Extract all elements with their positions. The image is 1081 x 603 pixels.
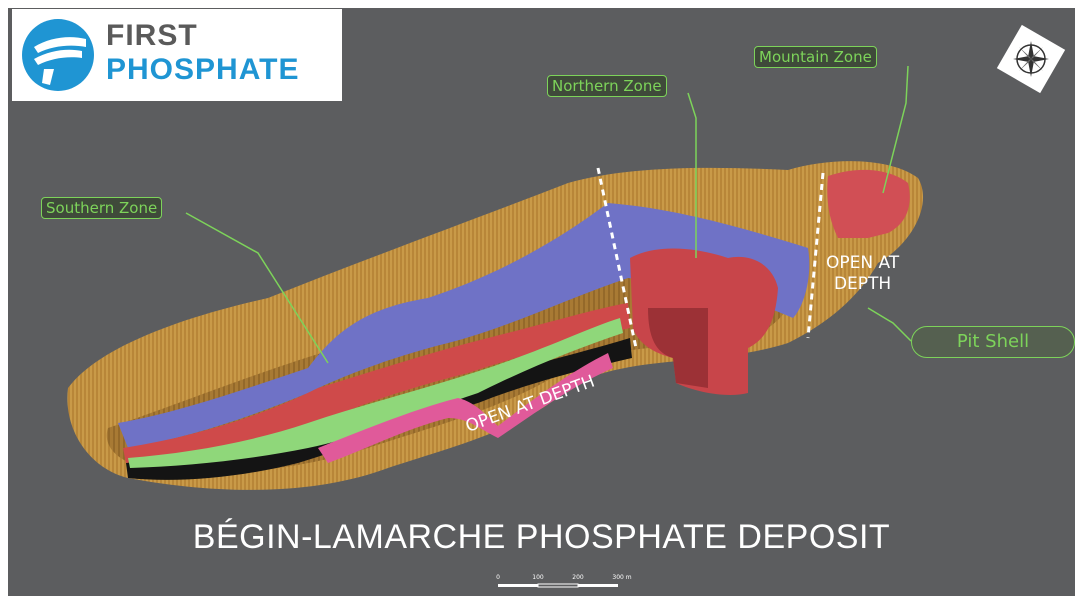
scale-bar: 0 100 200 300 m <box>494 574 644 596</box>
logo-word-first: FIRST <box>106 19 198 52</box>
logo-mark-icon <box>22 19 94 91</box>
northern-zone-leader <box>687 92 697 258</box>
deposit-3d-model <box>67 65 924 490</box>
southern-zone-label: Southern Zone <box>41 197 163 219</box>
pit-shell-label: Pit Shell <box>911 326 1075 358</box>
mountain-zone-leader <box>882 65 909 194</box>
logo-word-phosphate: PHOSPHATE <box>106 53 300 86</box>
first-phosphate-logo: FIRST PHOSPHATE <box>12 9 342 101</box>
open-at-depth-right-line2: DEPTH <box>833 274 892 294</box>
scale-tick-0: 0 <box>496 574 500 581</box>
northern-zone-label: Northern Zone <box>547 75 667 97</box>
open-at-depth-right-line1: OPEN AT <box>826 253 900 273</box>
open-at-depth-right: OPEN AT DEPTH <box>826 253 899 295</box>
mountain-zone-label: Mountain Zone <box>754 46 877 68</box>
northern-zone-shade <box>648 308 708 388</box>
scale-tick-300: 300 m <box>612 574 632 581</box>
mountain-zone-block <box>827 169 910 238</box>
deposit-figure: FIRST PHOSPHATE Southern Zone Northern Z… <box>8 8 1075 596</box>
pit-shell-leader <box>867 307 912 342</box>
southern-zone-leader <box>185 212 329 364</box>
zone-boundary-2 <box>806 172 825 339</box>
scale-bar-graphic <box>498 583 618 588</box>
green-ore-layer <box>128 318 623 468</box>
deposit-title: BÉGIN-LAMARCHE PHOSPHATE DEPOSIT <box>192 518 891 556</box>
pink-ore-layer <box>318 353 613 463</box>
compass-rose-icon <box>996 24 1066 94</box>
zone-boundary-1 <box>596 167 638 349</box>
scale-tick-200: 200 <box>572 574 584 581</box>
red-ore-layer <box>123 303 630 463</box>
scale-tick-100: 100 <box>532 574 544 581</box>
